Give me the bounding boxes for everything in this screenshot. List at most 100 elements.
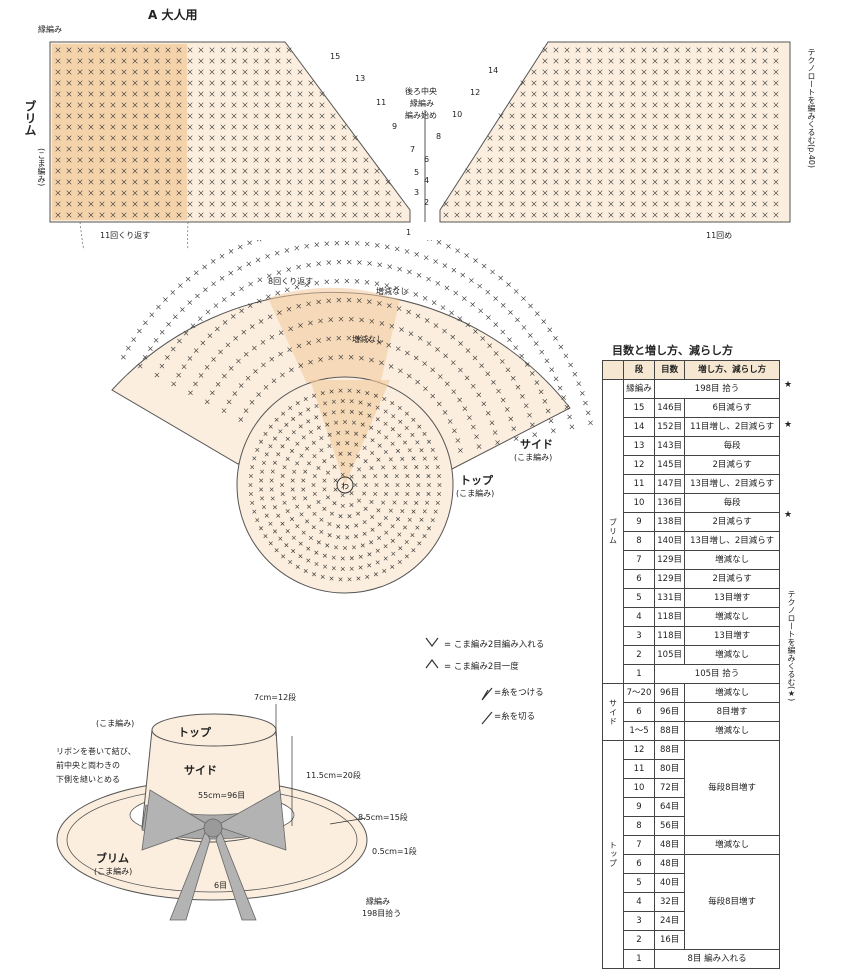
- stitch-mark: [404, 539, 409, 544]
- stitch-mark: [154, 113, 160, 119]
- stitch-mark: [258, 439, 264, 444]
- stitch-mark: [132, 146, 138, 152]
- stitch-mark: [685, 146, 691, 152]
- row-mark-11: 11: [376, 98, 387, 107]
- stitch-mark: [553, 168, 559, 174]
- stitch-mark: [176, 372, 181, 378]
- stitch-mark: [345, 430, 350, 435]
- stitch-mark: [453, 290, 459, 296]
- stitch-mark: [99, 47, 105, 53]
- stitch-mark: [242, 124, 248, 130]
- stitch-mark: [264, 91, 270, 97]
- stitch-mark: [520, 135, 526, 141]
- table-cell-row: 11: [622, 474, 656, 494]
- stitch-mark: [132, 190, 138, 196]
- stitch-mark: [773, 80, 779, 86]
- stitch-mark: [641, 135, 647, 141]
- stitch-mark: [264, 168, 270, 174]
- stitch-mark: [247, 240, 252, 246]
- table-cell-count: 32目: [654, 892, 686, 912]
- stitch-mark: [373, 393, 378, 398]
- stitch-mark: [77, 91, 83, 97]
- stitch-mark: [286, 58, 292, 64]
- stitch-mark: [416, 482, 421, 488]
- stitch-mark: [280, 474, 285, 479]
- stitch-mark: [363, 482, 369, 488]
- stitch-mark: [493, 296, 498, 301]
- stitch-mark: [110, 58, 116, 64]
- stitch-mark: [696, 91, 702, 97]
- stitch-mark: [322, 506, 327, 511]
- stitch-mark: [773, 135, 779, 141]
- increase-icon: [425, 637, 439, 647]
- stitch-mark: [663, 168, 669, 174]
- table-cell-count: 136目: [654, 493, 686, 513]
- stitch-mark: [370, 450, 375, 456]
- stitch-mark: [382, 397, 387, 402]
- stitch-mark: [696, 201, 702, 207]
- stitch-mark: [366, 337, 372, 343]
- table-cell-row: 9: [622, 797, 656, 817]
- stitch-mark: [198, 47, 204, 53]
- stitch-mark: [597, 212, 603, 218]
- stitch-mark: [773, 124, 779, 130]
- stitch-mark: [729, 124, 735, 130]
- stitch-mark: [357, 467, 362, 472]
- ribbon-bow-left: [141, 789, 211, 851]
- stitch-mark: [597, 179, 603, 185]
- stitch-mark: [388, 508, 393, 513]
- stitch-mark: [165, 212, 171, 218]
- stitch-mark: [586, 113, 592, 119]
- stitch-mark: [696, 157, 702, 163]
- stitch-mark: [553, 124, 559, 130]
- table-star-2: ★: [784, 420, 793, 430]
- stitch-mark: [515, 384, 521, 390]
- stitch-mark: [209, 201, 215, 207]
- stitch-mark: [348, 354, 354, 360]
- stitch-mark: [268, 444, 273, 449]
- stitch-mark: [55, 69, 61, 75]
- stitch-mark: [242, 69, 248, 75]
- stitch-mark: [531, 113, 537, 119]
- stitch-mark: [773, 190, 779, 196]
- stitch-mark: [219, 253, 225, 259]
- stitch-mark: [143, 135, 149, 141]
- stitch-mark: [88, 69, 94, 75]
- stitch-mark: [318, 318, 323, 324]
- stitch-mark: [381, 500, 386, 505]
- stitch-mark: [187, 69, 193, 75]
- stitch-mark: [520, 80, 526, 86]
- stitch-mark: [341, 179, 347, 185]
- table-cell-method: 増減なし: [684, 607, 780, 627]
- table-cell-method: 2目減らす: [684, 512, 780, 532]
- stitch-mark: [367, 563, 372, 568]
- stitch-mark: [143, 58, 149, 64]
- stitch-mark: [685, 91, 691, 97]
- stitch-mark: [383, 544, 388, 549]
- table-cell-method: 13目増す: [684, 626, 780, 646]
- stitch-mark: [674, 201, 680, 207]
- stitch-mark: [696, 212, 702, 218]
- stitch-mark: [239, 308, 244, 314]
- stitch-mark: [652, 69, 658, 75]
- stitch-mark: [384, 492, 389, 497]
- stitch-mark: [279, 482, 285, 488]
- top-circle-highlight: [310, 380, 390, 485]
- stitch-mark: [379, 321, 385, 326]
- stitch-mark: [55, 212, 61, 218]
- stitch-mark: [362, 445, 367, 450]
- stitch-mark: [176, 157, 182, 163]
- stitch-mark: [455, 248, 460, 254]
- page-title: A 大人用: [148, 8, 198, 22]
- stitch-mark: [762, 91, 768, 97]
- stitch-mark: [211, 357, 216, 362]
- stitch-mark: [395, 482, 400, 488]
- stitch-mark: [487, 157, 493, 163]
- stitch-mark: [327, 533, 332, 538]
- stitch-mark: [77, 69, 83, 75]
- stitch-mark: [751, 157, 757, 163]
- stitch-mark: [296, 303, 302, 309]
- stitch-mark: [243, 351, 249, 357]
